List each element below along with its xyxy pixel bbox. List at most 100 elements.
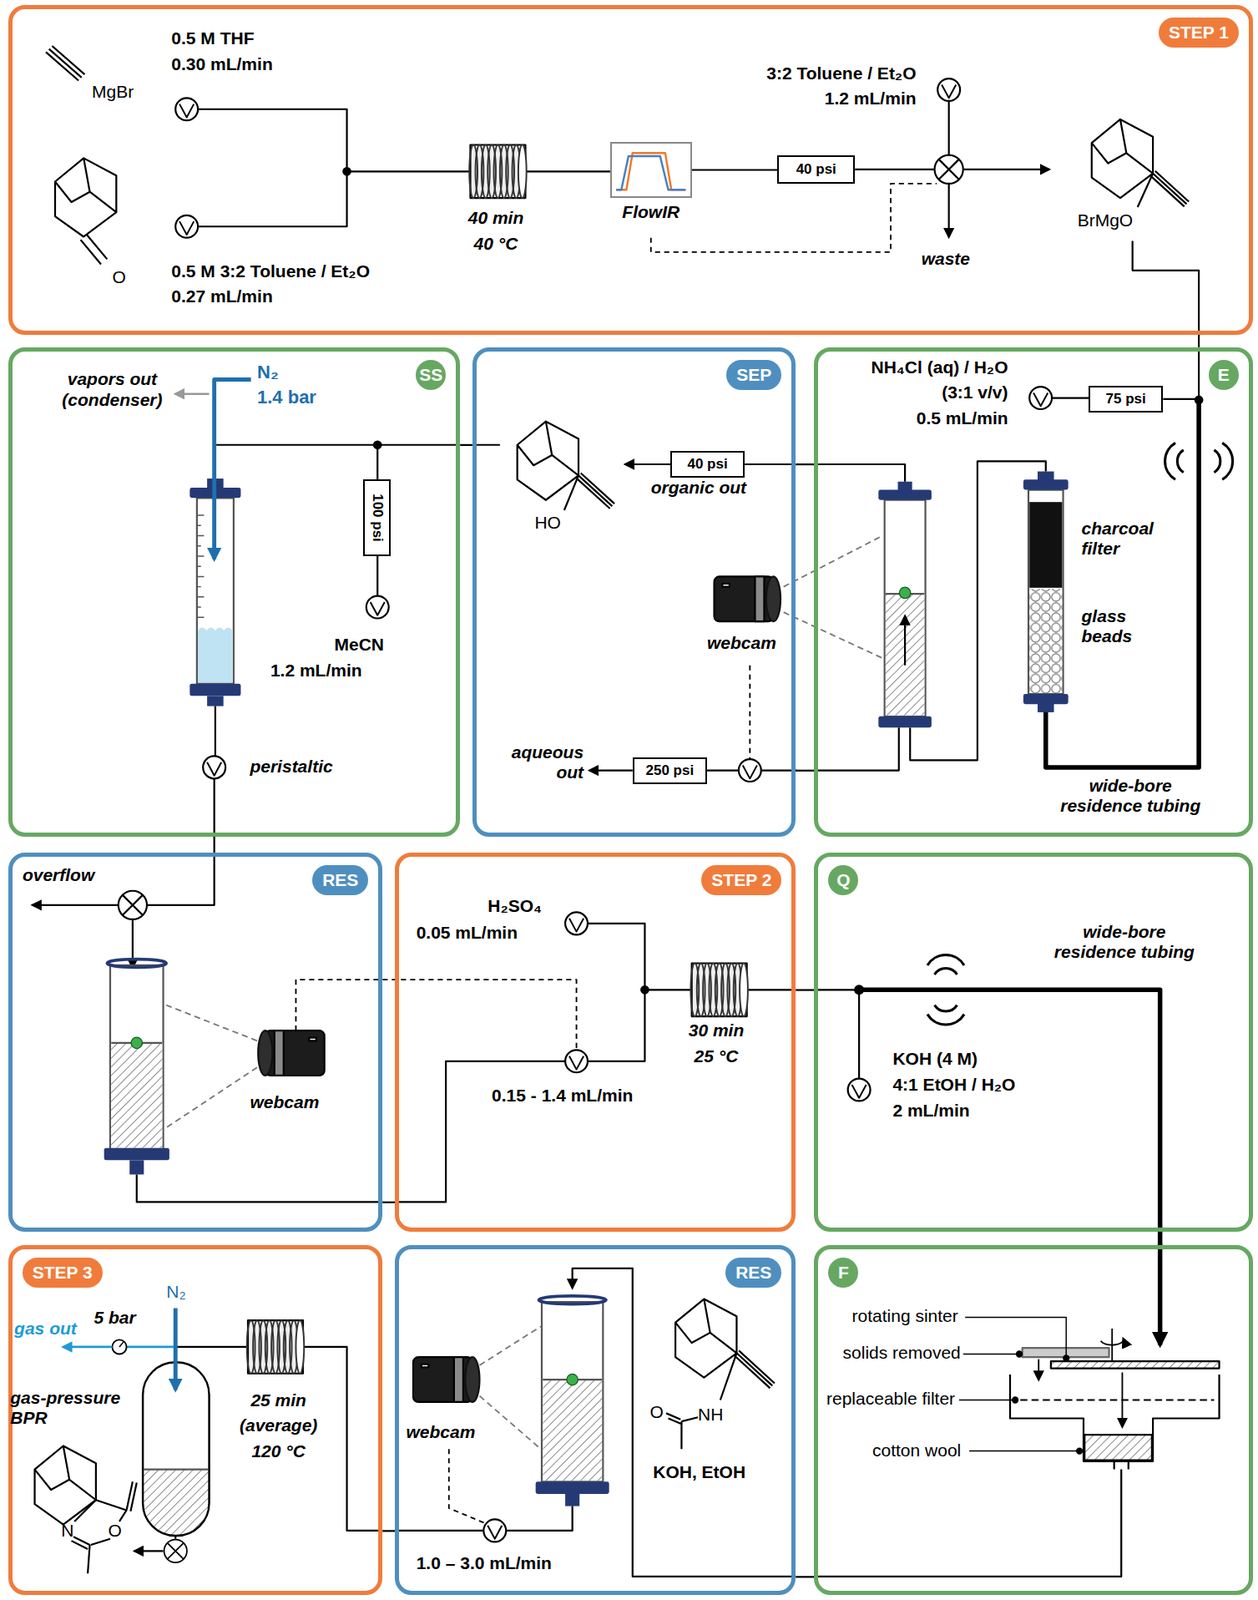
pipe-connector <box>795 1575 814 1577</box>
annotation-text: overflow <box>22 864 95 885</box>
pump-symbol <box>565 911 588 935</box>
leader-dot <box>1063 1354 1069 1360</box>
pump-symbol <box>848 1078 871 1102</box>
reservoir-liquid <box>542 1379 602 1481</box>
pump-symbol <box>738 758 762 782</box>
pipe <box>572 1268 797 1577</box>
step2-drawing <box>394 911 796 1202</box>
bpr-label: 250 psi <box>646 762 695 779</box>
annotation-text: MeCN <box>333 634 384 655</box>
junction-dot <box>373 440 382 449</box>
annotation-text: 40 min <box>468 207 525 228</box>
junction-dot <box>854 985 864 994</box>
annotation-text: 1.2 mL/min <box>270 660 363 681</box>
pump-symbol <box>202 755 226 779</box>
pump-symbol <box>175 215 198 238</box>
bpr-box: 250 psi <box>632 757 708 784</box>
camera-signal <box>449 1448 486 1523</box>
pressure-gauge <box>111 1338 127 1354</box>
flow-arrow <box>589 768 632 771</box>
column-cap <box>535 1480 610 1494</box>
column-cap <box>207 695 224 706</box>
alkyne-bond <box>45 45 85 81</box>
annotation-text: 5 bar <box>93 1307 136 1328</box>
residence-tubing <box>1157 1243 1163 1345</box>
annotation-text: KOH (4 M) <box>892 1048 978 1069</box>
ss-drawing <box>175 379 460 839</box>
pump-symbol <box>937 78 960 102</box>
annotation-text: 4:1 EtOH / H₂O <box>892 1074 1016 1095</box>
vapor-arrow <box>175 392 209 395</box>
pipe <box>909 460 1046 760</box>
float-sensor <box>899 586 910 598</box>
annotation-text: 0.15 - 1.4 mL/min <box>491 1085 633 1106</box>
annotation-text: 40 °C <box>474 233 519 254</box>
alcohol-structure <box>517 421 579 501</box>
annotation-text: 30 min <box>688 1020 745 1041</box>
q-drawing <box>813 954 1160 1233</box>
liquid-level <box>143 1467 208 1470</box>
pump-symbol <box>565 1049 588 1072</box>
flow-arrow <box>948 183 950 238</box>
annotation-text: gas out <box>14 1318 77 1339</box>
annotation-text: charcoal filter <box>1081 518 1162 559</box>
reactor-coil <box>469 145 526 199</box>
acetamide-structure <box>675 1298 737 1378</box>
webcam-symbol <box>413 1356 480 1402</box>
panel-badge: RES <box>312 864 369 895</box>
reservoir-liquid <box>111 1042 162 1148</box>
pipe-connector <box>1157 1231 1163 1245</box>
column-cap <box>565 1493 580 1506</box>
flowir-trace <box>616 156 686 190</box>
step3-drawing <box>35 1308 384 1574</box>
float-sensor <box>131 1036 142 1048</box>
atom-label: N <box>60 1520 74 1541</box>
valve-symbol <box>164 1539 187 1562</box>
camera-view <box>479 1326 541 1450</box>
leader-dot <box>1012 1396 1018 1402</box>
pipe <box>472 444 796 465</box>
annotation-text: wide-bore residence tubing <box>1049 921 1200 962</box>
process-panel: F <box>813 1244 1253 1595</box>
annotation-text: (3:1 v/v) <box>941 382 1008 403</box>
atom-label: HO <box>534 512 561 533</box>
annotation-text: glass beads <box>1081 606 1149 647</box>
camera-view <box>166 1005 258 1128</box>
annotation-text: 0.05 mL/min <box>416 922 518 943</box>
annotation-text: N₂ <box>257 361 279 383</box>
annotation-text: cotton wool <box>872 1439 961 1461</box>
annotation-text: 1.0 – 3.0 mL/min <box>416 1552 552 1573</box>
annotation-text: webcam <box>707 632 777 653</box>
pipe-connector <box>692 168 779 171</box>
atom-label: MgBr <box>91 81 134 102</box>
process-panel: SEP40 psi250 psi <box>472 347 796 838</box>
separator-tube <box>884 500 926 717</box>
camera-signal <box>748 665 751 758</box>
webcam-symbol <box>714 575 781 622</box>
pipe-connector <box>795 769 814 772</box>
process-panel: RES <box>394 1244 796 1595</box>
column-cap <box>898 481 913 491</box>
filter-tube <box>1028 490 1064 694</box>
glass-bead-bed <box>1029 588 1062 693</box>
atom-label: O <box>650 1401 664 1422</box>
process-panel: Q <box>813 852 1253 1233</box>
pump-symbol <box>175 97 198 121</box>
pipe-connector <box>382 1529 395 1531</box>
reservoir-tube <box>541 1301 603 1481</box>
ultrasound-symbol <box>1165 442 1233 480</box>
process-panel: STEP 2 <box>394 852 796 1233</box>
bpr-box: 75 psi <box>1088 385 1163 413</box>
pipe-connector <box>213 836 216 852</box>
solvent-level <box>197 626 233 683</box>
residence-tubing <box>1045 399 1199 768</box>
reactor-coil <box>247 1319 304 1374</box>
pump-symbol <box>366 596 390 619</box>
funnel <box>1010 1374 1220 1461</box>
column-cap <box>1023 479 1069 490</box>
leader-line <box>959 1317 1080 1451</box>
panel-badge: F <box>828 1257 859 1288</box>
annotation-text: webcam <box>249 1091 319 1112</box>
pipe-connector <box>1197 334 1200 348</box>
column-cap <box>129 1159 144 1174</box>
